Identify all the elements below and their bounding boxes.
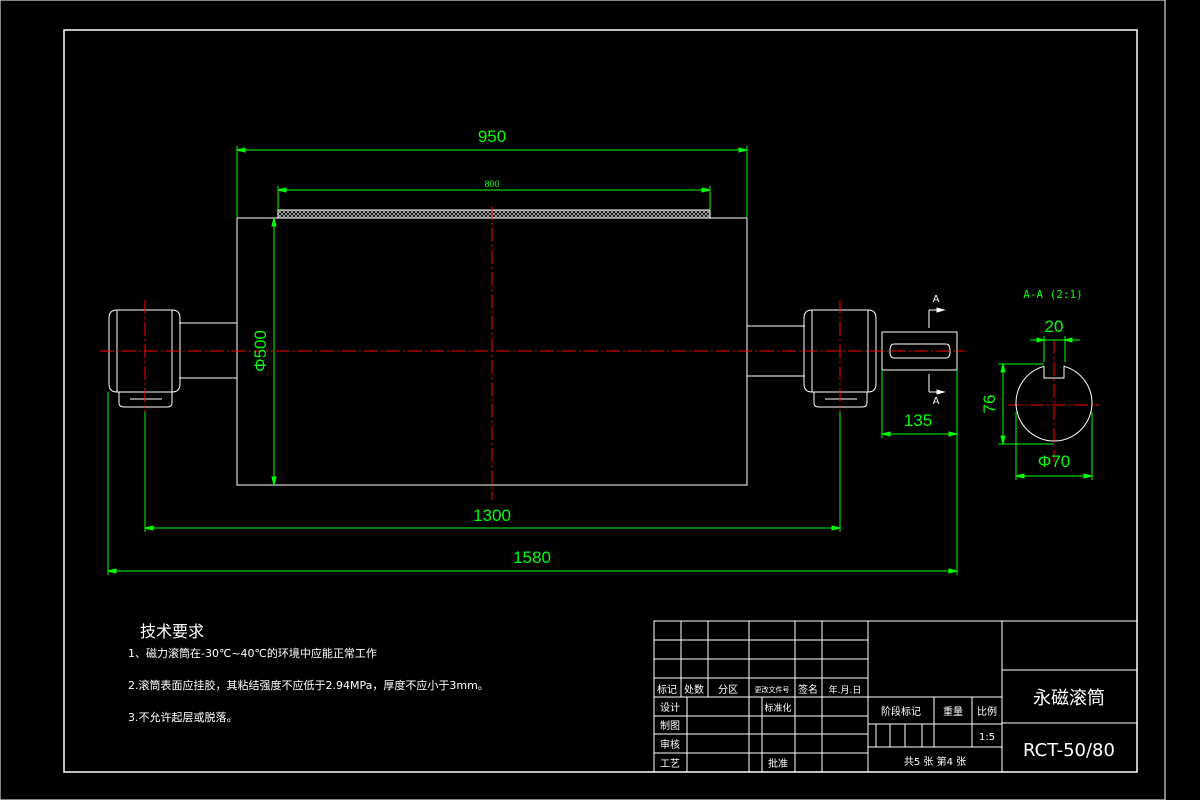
tech-requirement-2: 2.滚筒表面应挂胶，其粘结强度不应低于2.94MPa，厚度不应小于3mm。	[128, 678, 489, 692]
tech-requirements-title: 技术要求	[140, 622, 204, 641]
tb-scale-value: 1:5	[979, 732, 995, 743]
section-a-a-view	[1015, 365, 1093, 442]
dim-76: 76	[980, 395, 999, 414]
tb-label-mark: 标记	[657, 684, 677, 696]
tech-requirement-1: 1、磁力滚筒在-30℃~40℃的环境中应能正常工作	[128, 646, 377, 660]
left-shaft	[179, 322, 237, 379]
section-marker-top: A	[933, 294, 940, 305]
dim-135: 135	[904, 411, 932, 430]
tb-label-process: 工艺	[660, 758, 680, 770]
tb-label-doc-no: 更改文件号	[755, 685, 790, 694]
centerlines	[100, 206, 1100, 500]
dim-1580: 1580	[513, 548, 551, 567]
tb-label-design: 设计	[660, 701, 680, 714]
tb-sheets: 共5 张 第4 张	[904, 755, 966, 768]
dim-950: 950	[478, 127, 506, 146]
section-marker-bottom: A	[933, 396, 940, 407]
dim-phi70: Φ70	[1038, 452, 1070, 471]
tb-label-weight: 重量	[943, 705, 963, 718]
tb-label-date: 年.月.日	[829, 684, 862, 696]
tb-label-zone: 分区	[718, 684, 738, 696]
dim-phi500: Φ500	[251, 330, 270, 372]
dim-800: 800	[484, 179, 499, 189]
right-bearing-housing	[803, 309, 877, 408]
tb-label-approve: 批准	[768, 757, 788, 770]
main-view	[108, 209, 958, 486]
sheet-inner-border	[63, 29, 1138, 773]
tb-label-count: 处数	[684, 683, 704, 696]
section-title: A-A (2:1)	[1023, 288, 1083, 301]
tb-label-stage: 阶段标记	[881, 705, 921, 718]
tb-label-draw: 制图	[660, 719, 680, 732]
tb-label-signature: 签名	[798, 683, 818, 696]
shaft-cross-section	[1015, 365, 1093, 442]
tb-drawing-no: RCT-50/80	[1023, 740, 1115, 761]
tb-label-scale: 比例	[977, 705, 997, 718]
dim-1300: 1300	[473, 506, 511, 525]
section-markers	[928, 307, 946, 395]
tb-label-standardize: 标准化	[764, 702, 791, 714]
title-block-grid	[653, 620, 1138, 773]
sheet-outer-border	[0, 0, 1166, 800]
tech-requirement-3: 3.不允许起层或脱落。	[128, 710, 238, 724]
dim-20: 20	[1045, 317, 1064, 336]
tb-label-check: 审核	[660, 738, 680, 751]
tb-part-name: 永磁滚筒	[1033, 688, 1105, 709]
right-shaft	[747, 325, 805, 377]
dimension-lines	[107, 146, 1093, 575]
rubber-lining	[277, 209, 711, 219]
